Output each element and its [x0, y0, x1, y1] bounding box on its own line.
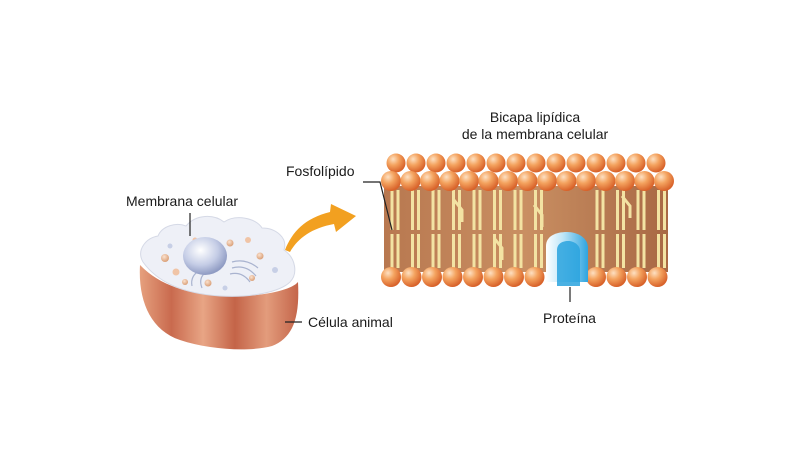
lipid-head: [647, 267, 668, 287]
cell-membrane-label: Membrana celular: [126, 193, 239, 209]
lipid-heads-bottom-row: [381, 267, 668, 287]
lipid-head: [586, 267, 606, 287]
lipid-tail-kinked: [452, 199, 464, 222]
bilayer-title-line1: Bicapa lipídica: [489, 109, 581, 125]
bilayer-title: Bicapa lipídica de la membrana celular: [440, 109, 630, 143]
lipid-head: [386, 153, 406, 173]
lipid-head: [646, 153, 666, 173]
lipid-heads-back-row: [386, 153, 666, 173]
lipid-tails: [390, 190, 666, 268]
lipid-head: [442, 267, 463, 287]
curved-arrow-icon: [285, 204, 356, 252]
animal-cell-label: Célula animal: [308, 314, 393, 330]
lipid-head: [426, 153, 446, 173]
lipid-head: [401, 267, 422, 287]
phospholipid-bilayer-icon: [363, 153, 674, 302]
lipid-head: [498, 171, 518, 191]
lipid-head: [381, 171, 401, 191]
phospholipid-label: Fosfolípido: [286, 163, 355, 179]
lipid-head: [400, 171, 421, 191]
lipid-head: [626, 153, 646, 173]
phospholipid-leader: [363, 181, 393, 231]
lipid-tail-kinked: [532, 204, 544, 227]
cell-nucleus: [183, 237, 227, 275]
lipid-head: [556, 171, 577, 191]
lipid-head: [634, 171, 655, 191]
lipid-head: [483, 267, 504, 287]
lipid-head: [606, 153, 626, 173]
lipid-tail-kinked: [492, 237, 504, 260]
lipid-head: [586, 153, 606, 173]
lipid-head: [517, 171, 538, 191]
lipid-head: [486, 153, 506, 173]
lipid-heads-top-row: [381, 171, 674, 191]
bilayer-title-line2: de la membrana celular: [461, 126, 609, 142]
lipid-head: [526, 153, 546, 173]
protein-label: Proteína: [543, 310, 596, 326]
lipid-head: [463, 267, 483, 287]
lipid-head: [546, 153, 566, 173]
cell-cytoplasm-wall: [139, 265, 299, 350]
lipid-head: [439, 171, 460, 191]
lipid-head: [537, 171, 557, 191]
lipid-head: [406, 153, 426, 173]
lipid-head: [478, 171, 499, 191]
animal-cell-icon: [139, 213, 302, 350]
lipid-head: [506, 153, 526, 173]
lipid-head: [524, 267, 545, 287]
lipid-head: [422, 267, 442, 287]
lipid-head: [446, 153, 466, 173]
lipid-head: [627, 267, 647, 287]
membrane-protein-icon: [546, 232, 588, 302]
lipid-head: [615, 171, 635, 191]
lipid-head: [576, 171, 596, 191]
lipid-head: [606, 267, 627, 287]
lipid-head: [566, 153, 586, 173]
lipid-head: [420, 171, 440, 191]
lipid-head: [459, 171, 479, 191]
lipid-tail-kinked: [620, 195, 632, 218]
lipid-head: [381, 267, 401, 287]
lipid-head: [466, 153, 486, 173]
lipid-head: [654, 171, 674, 191]
lipid-head: [504, 267, 524, 287]
lipid-head: [595, 171, 616, 191]
